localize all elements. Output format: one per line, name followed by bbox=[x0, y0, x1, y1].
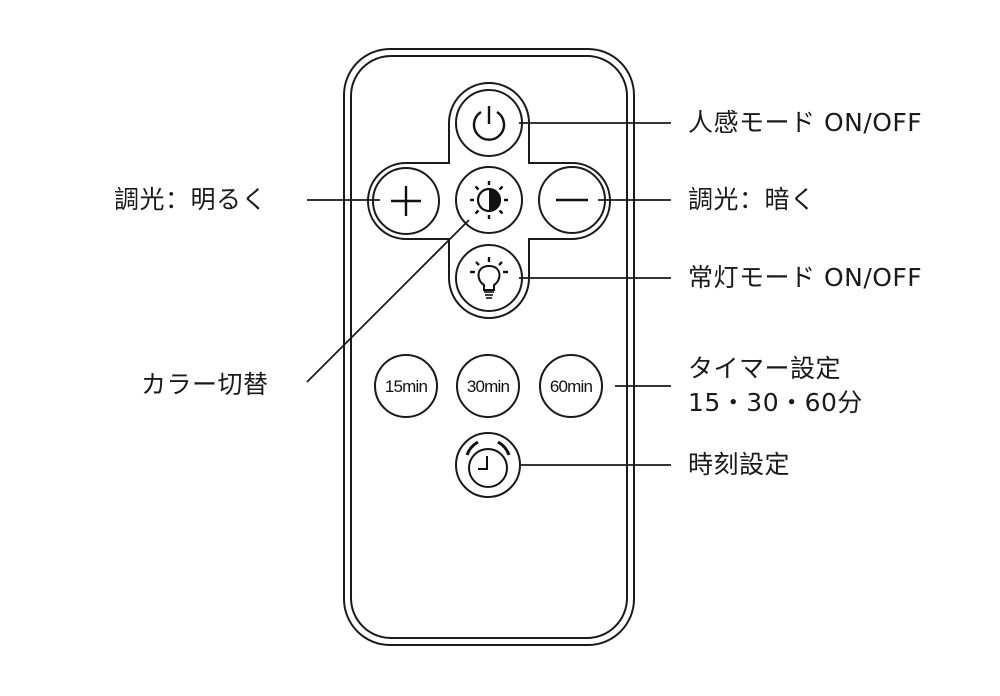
remote-inner-outline bbox=[350, 55, 628, 639]
callout-motion-mode: 人感モード ON/OFF bbox=[688, 108, 923, 137]
timer-60-button[interactable]: 60min bbox=[539, 354, 603, 418]
power-button[interactable] bbox=[455, 89, 523, 157]
timer-30-label: 30min bbox=[467, 377, 510, 396]
timer-30-button[interactable]: 30min bbox=[456, 354, 520, 418]
leader-color-switch bbox=[306, 219, 470, 383]
timer-60-label: 60min bbox=[550, 377, 593, 396]
cross-pad-outline bbox=[367, 82, 611, 319]
remote-body bbox=[343, 48, 635, 646]
plus-icon bbox=[391, 186, 421, 216]
brighten-button-ring bbox=[372, 167, 440, 235]
constant-light-button[interactable] bbox=[455, 244, 523, 312]
leader-lines bbox=[306, 122, 671, 466]
remote-outer-outline bbox=[343, 48, 635, 646]
timer-15-ring bbox=[374, 354, 438, 418]
timer-60-ring bbox=[539, 354, 603, 418]
color-switch-button-ring bbox=[455, 166, 523, 234]
alarm-clock-icon bbox=[465, 440, 511, 488]
callout-brighten: 調光：明るく bbox=[114, 185, 268, 214]
callout-color-switch: カラー切替 bbox=[141, 370, 269, 399]
clock-button[interactable] bbox=[455, 432, 521, 498]
brighten-button[interactable] bbox=[372, 167, 440, 235]
callout-timer-line1: タイマー設定 bbox=[688, 354, 842, 383]
callout-timer-line2: 15・30・60分 bbox=[688, 388, 863, 417]
dim-button[interactable] bbox=[538, 166, 606, 234]
callout-dim: 調光：暗く bbox=[688, 185, 816, 214]
timer-15-label: 15min bbox=[385, 377, 428, 396]
color-switch-button[interactable] bbox=[455, 166, 523, 234]
timer-15-button[interactable]: 15min bbox=[374, 354, 438, 418]
power-icon bbox=[472, 106, 506, 141]
light-bulb-icon bbox=[470, 257, 508, 299]
half-sun-icon bbox=[470, 181, 508, 219]
timer-30-ring bbox=[456, 354, 520, 418]
constant-light-button-ring bbox=[455, 244, 523, 312]
callout-constant-mode: 常灯モード ON/OFF bbox=[688, 263, 923, 292]
callout-clock-set: 時刻設定 bbox=[688, 450, 791, 479]
